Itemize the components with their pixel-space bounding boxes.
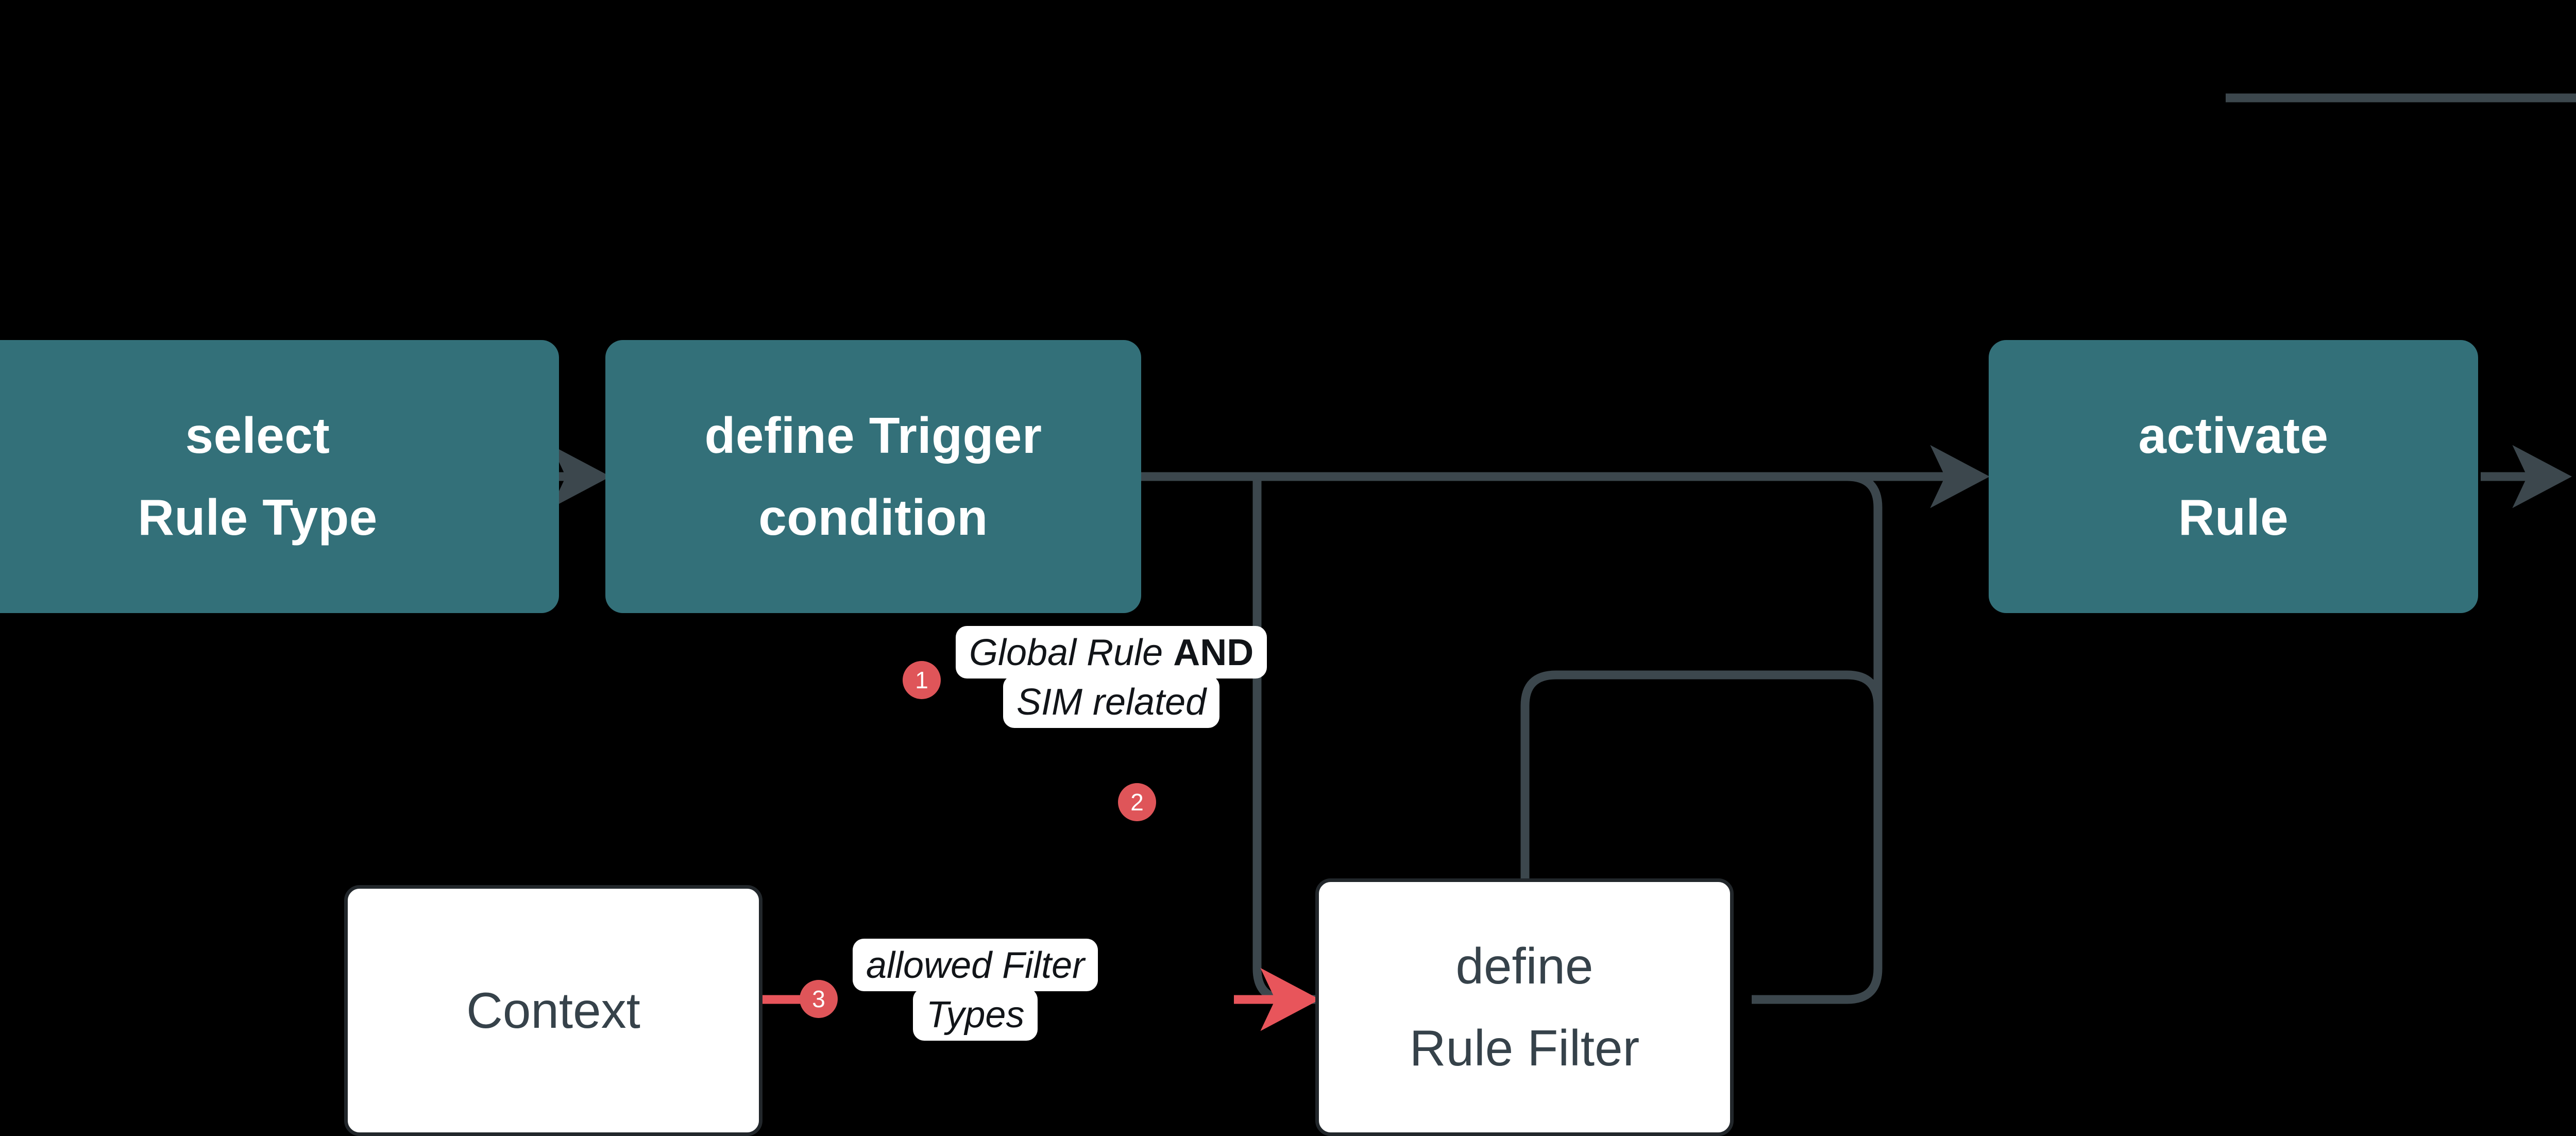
badge-2-number: 2 (1130, 789, 1144, 816)
node-label-line2: Rule Type (138, 489, 378, 546)
badge-2[interactable]: 2 (1118, 783, 1156, 821)
node-label-line2: condition (758, 489, 988, 546)
edge-label-line1: allowed Filter (853, 939, 1098, 991)
badge-3-number: 3 (812, 986, 825, 1012)
edge-label-line2: SIM related (1003, 675, 1220, 728)
node-define-trigger-condition[interactable]: define Trigger condition (605, 340, 1141, 613)
node-select-rule-type[interactable]: select Rule Type (0, 340, 559, 613)
node-label-line1: select (185, 407, 330, 464)
badge-1-number: 1 (915, 667, 928, 693)
node-label-line2: Rule (2178, 489, 2289, 546)
node-label-line1: define Trigger (704, 407, 1042, 464)
edge-filter-feedback-up (1752, 472, 1883, 1004)
edge-label-allowed-filter-types: allowed Filter Types (853, 939, 1098, 1041)
node-label-line2: Rule Filter (1409, 1020, 1640, 1076)
edge-label-line1-plain: Global Rule (969, 632, 1174, 673)
edge-label-line1: Global Rule AND (956, 626, 1267, 679)
node-define-rule-filter[interactable]: define Rule Filter (1315, 878, 1734, 1136)
node-label-line1: Context (466, 982, 640, 1039)
node-label-line1: activate (2138, 407, 2329, 464)
node-activate-rule[interactable]: activate Rule (1989, 340, 2478, 613)
badge-1[interactable]: 1 (903, 661, 941, 699)
edge-label-line1-bold: AND (1173, 632, 1254, 673)
edge-trigger-branch-down (1252, 477, 1316, 1004)
node-label-line1: define (1455, 938, 1594, 995)
edge-label-line2: Types (912, 988, 1038, 1041)
badge-3[interactable]: 3 (800, 980, 838, 1018)
edge-label-global-rule-and-sim-related: Global Rule AND SIM related (956, 626, 1267, 728)
node-context[interactable]: Context (344, 885, 762, 1136)
